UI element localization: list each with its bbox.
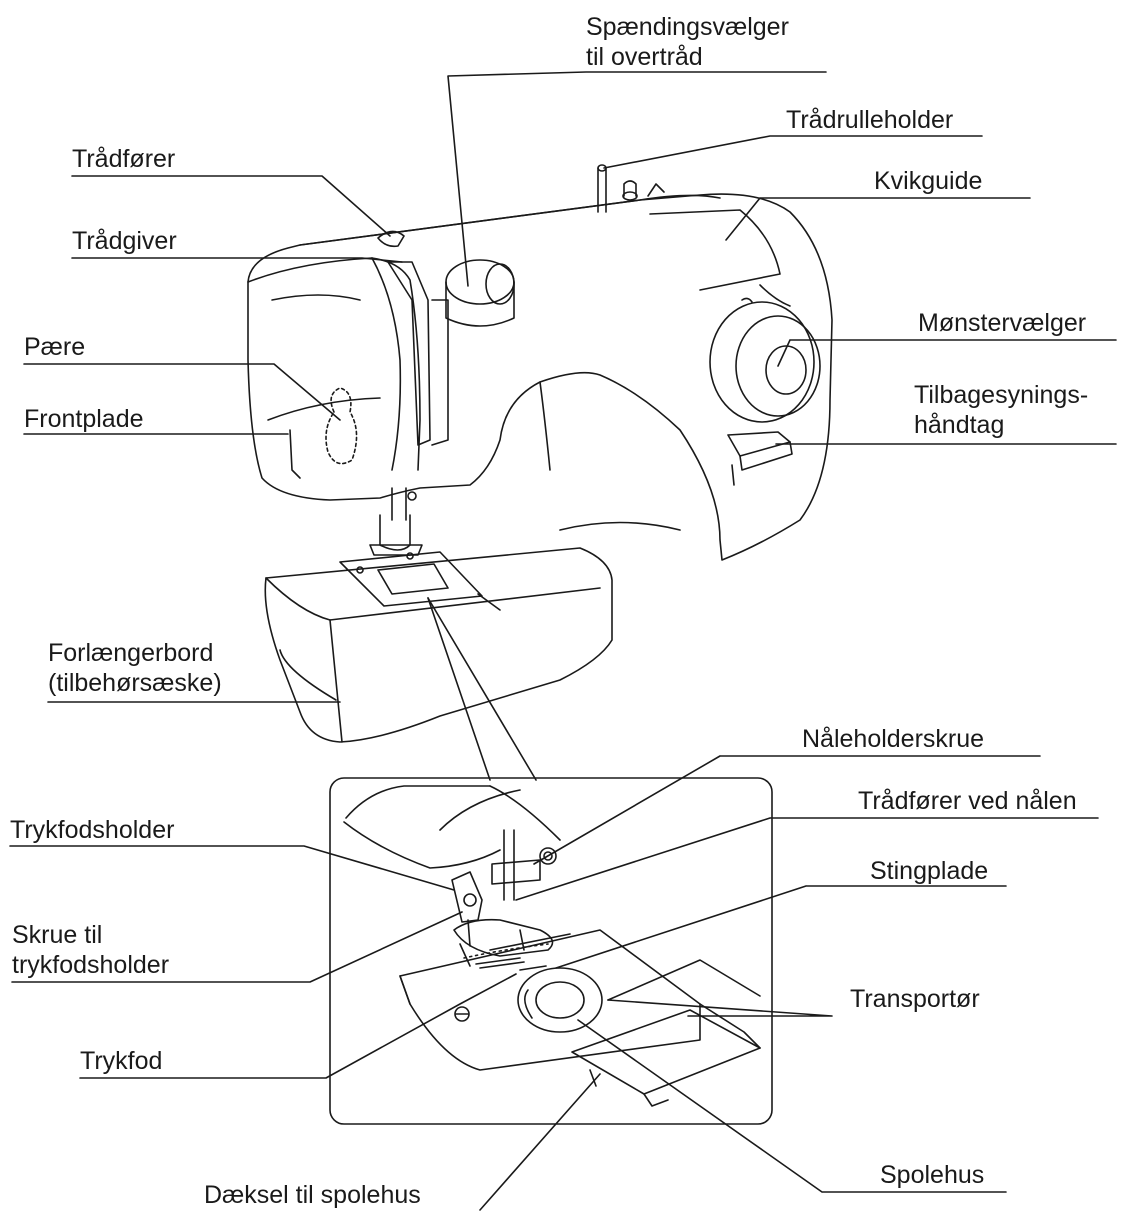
inset-connector-left <box>427 597 491 781</box>
label-reverse-lever-line2: håndtag <box>914 411 1005 439</box>
label-presser-foot-text: Trykfod <box>80 1047 163 1075</box>
label-bobbin-cover-text: Dæksel til spolehus <box>204 1181 421 1209</box>
label-reverse-lever: Tilbagesynings- håndtag <box>914 380 1088 440</box>
label-tension-dial-line1: Spændingsvælger <box>586 13 789 41</box>
label-bobbin-case: Spolehus <box>880 1160 984 1190</box>
label-presser-foot-holder-screw-line2: trykfodsholder <box>12 951 170 979</box>
label-feed-dogs-text: Transportør <box>850 985 980 1013</box>
sewing-machine-body <box>247 164 833 743</box>
label-presser-foot-holder: Trykfodsholder <box>10 815 174 845</box>
label-presser-foot-holder-screw-line1: Skrue til <box>12 921 103 949</box>
inset-detail-drawing <box>343 785 761 1107</box>
label-bulb-text: Pære <box>24 333 86 361</box>
label-needle-bar-thread-guide: Trådfører ved nålen <box>858 786 1077 816</box>
label-thread-guide: Trådfører <box>72 144 175 174</box>
label-take-up-lever-text: Trådgiver <box>72 227 177 255</box>
label-spool-pin: Trådrulleholder <box>786 105 953 135</box>
label-tension-dial: Spændingsvælger til overtråd <box>586 12 789 72</box>
label-bobbin-cover: Dæksel til spolehus <box>204 1180 421 1210</box>
label-bulb: Pære <box>24 332 85 362</box>
leader-lines <box>9 71 1117 1211</box>
label-reverse-lever-line1: Tilbagesynings- <box>914 381 1089 409</box>
label-needle-bar-thread-guide-text: Trådfører ved nålen <box>858 787 1077 815</box>
label-needle-plate-text: Stingplade <box>870 857 989 885</box>
label-presser-foot-holder-screw: Skrue til trykfodsholder <box>12 920 169 980</box>
label-presser-foot-holder-text: Trykfodsholder <box>10 816 175 844</box>
label-thread-guide-text: Trådfører <box>72 145 176 173</box>
label-feed-dogs: Transportør <box>850 984 980 1014</box>
label-take-up-lever: Trådgiver <box>72 226 177 256</box>
inset-frame <box>329 777 773 1125</box>
label-face-plate: Frontplade <box>24 404 144 434</box>
label-tension-dial-line2: til overtråd <box>586 43 703 71</box>
label-pattern-selector: Mønstervælger <box>918 308 1086 338</box>
label-extension-table-line2: (tilbehørsæske) <box>48 669 222 697</box>
label-spool-pin-text: Trådrulleholder <box>786 106 954 134</box>
label-quick-guide: Kvikguide <box>874 166 982 196</box>
label-face-plate-text: Frontplade <box>24 405 144 433</box>
label-needle-clamp-screw: Nåleholderskrue <box>802 724 984 754</box>
label-extension-table-line1: Forlængerbord <box>48 639 214 667</box>
label-quick-guide-text: Kvikguide <box>874 167 983 195</box>
label-needle-clamp-screw-text: Nåleholderskrue <box>802 725 985 753</box>
label-needle-plate: Stingplade <box>870 856 988 886</box>
label-extension-table: Forlængerbord (tilbehørsæske) <box>48 638 222 698</box>
label-pattern-selector-text: Mønstervælger <box>918 309 1087 337</box>
label-presser-foot: Trykfod <box>80 1046 162 1076</box>
label-bobbin-case-text: Spolehus <box>880 1161 985 1189</box>
inset-connector-right <box>427 597 537 781</box>
